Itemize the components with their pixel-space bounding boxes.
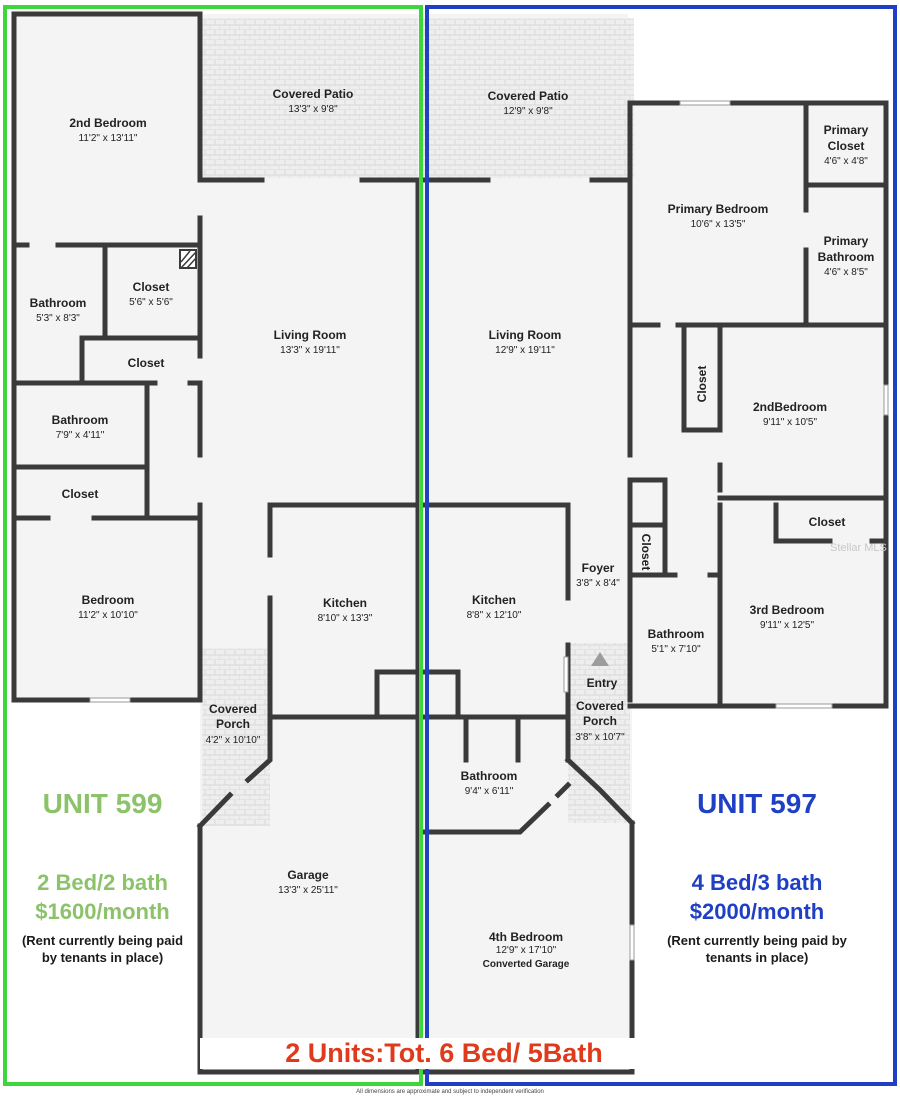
room-label: Foyer [582,561,615,575]
room-label: Covered Patio [273,87,354,101]
room-label: Bathroom [461,769,518,783]
room-label: 2nd Bedroom [69,116,146,130]
room-dims: 11'2" x 13'11" [79,133,138,144]
room-label: 4th Bedroom [489,930,563,944]
room-note: Converted Garage [483,959,570,970]
room-dims: 4'6" x 8'5" [824,267,868,278]
room-label: Entry [587,676,618,690]
room-dims: 9'11" x 10'5" [763,417,818,428]
room-label: Covered Patio [488,89,569,103]
unit-599-rent: $1600/month [35,899,170,924]
room-dims: 10'6" x 13'5" [691,219,746,230]
total-summary: 2 Units:Tot. 6 Bed/ 5Bath [200,1038,688,1069]
covered-porch-599-paving [202,648,270,826]
room-label: Kitchen [323,596,367,610]
unit-597-rent: $2000/month [689,899,825,924]
room-label: Closet [809,515,846,529]
room-label: Primary [824,123,869,137]
hatch-lines [180,250,197,269]
room-label: Closet [133,280,170,294]
room-dims: 3'8" x 8'4" [576,578,620,589]
unit-599-beds-baths: 2 Bed/2 bath [37,870,168,895]
floor-areas [14,14,886,1072]
room-label: Closet [828,139,865,153]
room-label: Primary Bedroom [668,202,769,216]
room-label: Bathroom [818,250,875,264]
room-label: Closet [128,356,165,370]
room-dims: 12'9" x 9'8" [503,106,553,117]
unit-597-border [425,5,897,1086]
room-dims: 5'3" x 8'3" [36,313,80,324]
entry-arrow-icon [591,652,609,666]
room-label: 2ndBedroom [753,400,827,414]
room-label: Living Room [274,328,347,342]
room-label: Living Room [489,328,562,342]
disclaimer: All dimensions are approximate and subje… [356,1089,544,1095]
unit-597-beds-baths: 4 Bed/3 bath [691,870,823,895]
room-dims: 12'9" x 19'11" [495,345,555,356]
unit-599-summary: 2 Bed/2 bath $1600/month [0,868,205,926]
room-dims: 11'2" x 10'10" [78,610,138,621]
covered-patio-597-paving [420,18,634,178]
room-label: Garage [287,868,329,882]
unit-599-border [3,5,423,1086]
unit-597-summary: 4 Bed/3 bath $2000/month [632,868,882,926]
room-label: Closet [639,534,653,571]
room-dims: 4'2" x 10'10" [206,735,261,746]
room-labels: Covered Patio 13'3" x 9'8" Covered Patio… [30,87,875,970]
room-dims: 9'11" x 12'5" [760,620,815,631]
room-dims: 13'3" x 9'8" [288,104,338,115]
room-dims: 8'8" x 12'10" [467,610,522,621]
room-label: Bathroom [30,296,87,310]
unit-599-note: (Rent currently being paid by tenants in… [21,933,184,965]
room-dims: 12'9" x 17'10" [496,945,557,956]
unit-599-title: UNIT 599 [42,788,163,819]
room-dims: 13'3" x 19'11" [280,345,340,356]
windows [89,100,889,961]
room-label: Primary [824,234,869,248]
room-label: 3rd Bedroom [750,603,825,617]
room-dims: 4'6" x 4'8" [824,156,868,167]
room-label: Bathroom [52,413,109,427]
room-dims: 5'1" x 7'10" [651,644,701,655]
room-dims: 5'6" x 5'6" [129,297,173,308]
room-label: Bathroom [648,627,705,641]
watermark: Stellar MLS [830,542,887,554]
covered-porch-597-paving [568,643,630,823]
unit-597-note: (Rent currently being paid by tenants in… [667,933,847,965]
covered-patio-599-paving [202,18,418,178]
room-dims: 13'3" x 25'11" [278,885,338,896]
room-dims: 3'8" x 10'7" [575,732,625,743]
room-label: Closet [695,366,709,403]
room-dims: 9'4" x 6'11" [465,786,514,797]
room-label: Kitchen [472,593,516,607]
room-label: Closet [62,487,99,501]
room-dims: 7'9" x 4'11" [56,430,105,441]
room-dims: 8'10" x 13'3" [318,613,373,624]
walls [11,11,889,1075]
room-label: Bedroom [82,593,135,607]
unit-597-title: UNIT 597 [697,788,817,819]
